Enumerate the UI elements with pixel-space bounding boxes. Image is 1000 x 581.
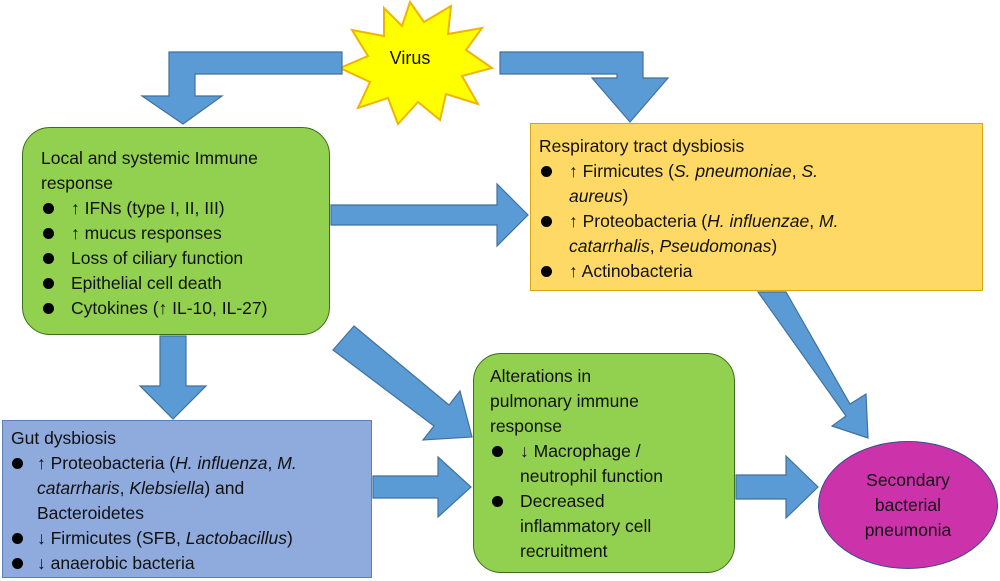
immune-response-box: Local and systemic Immune response ↑ IFN… [22,127,330,335]
bullet-icon [12,558,23,569]
respiratory-dysbiosis-box: Respiratory tract dysbiosis ↑ Firmicutes… [530,123,983,291]
bullet-icon [541,266,552,277]
list-item: ↓ Firmicutes (SFB, Lactobacillus) [11,526,365,551]
alter-title-line2: pulmonary immune [490,391,639,411]
bullet-icon [43,278,54,289]
gut-title: Gut dysbiosis [11,428,117,448]
gut-dysbiosis-box: Gut dysbiosis ↑ Proteobacteria (H. influ… [2,420,372,578]
bullet-icon [43,203,54,214]
pneumonia-line3: pneumonia [864,519,952,540]
bullet-icon [12,458,23,469]
arrow-immune-to-alter [332,325,473,441]
list-item: ↓ Macrophage /neutrophil function [490,439,726,489]
bullet-icon [43,253,54,264]
immune-title-line2: response [41,173,113,193]
list-item: ↑ mucus responses [41,221,319,246]
arrow-immune-to-gut [138,335,208,420]
arrow-immune-to-resp [330,182,529,248]
bullet-icon [43,228,54,239]
bullet-icon [541,166,552,177]
list-item: Epithelial cell death [41,271,319,296]
alter-list: ↓ Macrophage /neutrophil function Decrea… [490,439,726,564]
pulmonary-alterations-box: Alterations in pulmonary immune response… [473,353,735,573]
list-item: ↑ Proteobacteria (H. influenza, M.catarr… [11,451,365,526]
bullet-icon [541,216,552,227]
resp-list: ↑ Firmicutes (S. pneumoniae, S.aureus) ↑… [539,159,972,284]
arrow-virus-to-resp [499,51,670,123]
pneumonia-line2: bacterial [874,494,942,515]
list-item: ↑ Firmicutes (S. pneumoniae, S.aureus) [539,159,972,209]
arrow-resp-to-pneumonia [756,291,869,439]
alter-title-line3: response [490,416,562,436]
list-item: ↓ anaerobic bacteria [11,551,365,576]
virus-label: Virus [389,48,431,68]
resp-title: Respiratory tract dysbiosis [539,136,745,156]
immune-title-line1: Local and systemic Immune [41,148,258,168]
immune-list: ↑ IFNs (type I, II, III) ↑ mucus respons… [41,196,319,321]
list-item: ↑ IFNs (type I, II, III) [41,196,319,221]
bullet-icon [43,303,54,314]
list-item: ↑ Actinobacteria [539,259,972,284]
gut-list: ↑ Proteobacteria (H. influenza, M.catarr… [11,451,365,576]
arrow-gut-to-alter [372,455,472,519]
bullet-icon [12,533,23,544]
arrow-virus-to-immune [140,51,343,125]
list-item: Loss of ciliary function [41,246,319,271]
bullet-icon [492,496,503,507]
bullet-icon [492,446,503,457]
list-item: ↑ Proteobacteria (H. influenzae, M.catar… [539,209,972,259]
arrow-alter-to-pneumonia [735,454,819,520]
virus-star-icon [337,0,495,126]
alter-title-line1: Alterations in [490,366,592,386]
secondary-pneumonia-oval: Secondary bacterial pneumonia [818,441,998,569]
list-item: Cytokines (↑ IL-10, IL-27) [41,296,319,321]
pneumonia-line1: Secondary [866,469,950,490]
